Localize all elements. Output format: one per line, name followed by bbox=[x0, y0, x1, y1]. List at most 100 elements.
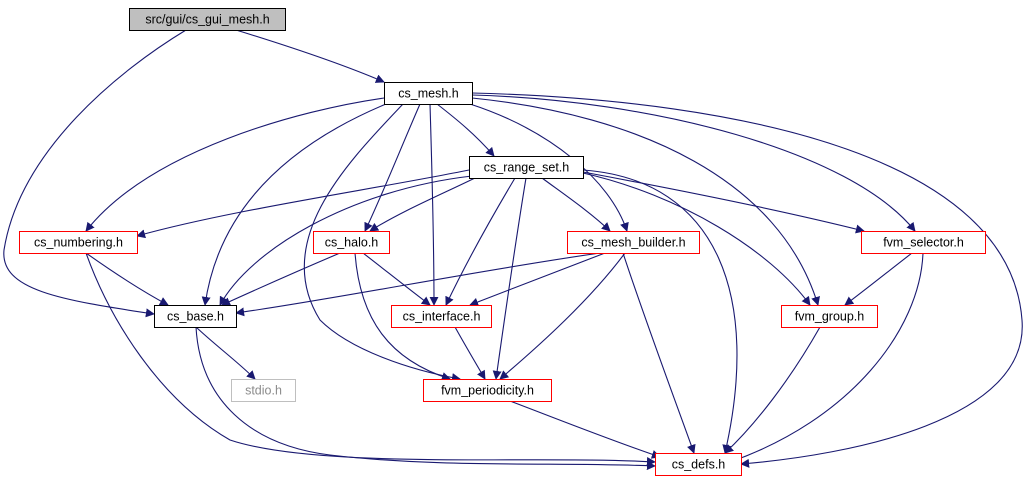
edge-cs-numbering-h-to-cs-base-h bbox=[85, 252, 169, 306]
node-cs-base-h[interactable]: cs_base.h bbox=[154, 305, 237, 328]
node-label: cs_defs.h bbox=[672, 457, 726, 471]
node-label: src/gui/cs_gui_mesh.h bbox=[145, 12, 269, 26]
edge-cs-mesh-h-to-cs-range-set-h bbox=[436, 103, 495, 157]
node-box bbox=[567, 231, 700, 254]
edge-arrow bbox=[471, 97, 820, 306]
edge-cs-mesh-h-to-cs-numbering-h bbox=[85, 97, 385, 232]
node-box bbox=[655, 453, 742, 476]
node-cs-halo-h[interactable]: cs_halo.h bbox=[313, 231, 390, 254]
edge-arrow bbox=[219, 175, 473, 306]
edge-cs-range-set-h-to-cs-mesh-builder-h bbox=[541, 177, 611, 232]
edge-cs-mesh-h-to-cs-defs-h bbox=[471, 92, 1023, 468]
node-label: cs_base.h bbox=[167, 309, 224, 323]
edge-cs-mesh-builder-h-to-cs-base-h bbox=[235, 252, 601, 317]
node-label: cs_interface.h bbox=[403, 309, 481, 323]
edge-cs-mesh-builder-h-to-cs-interface-h bbox=[469, 252, 606, 307]
node-label: fvm_selector.h bbox=[883, 235, 964, 249]
node-fvm-group-h[interactable]: fvm_group.h bbox=[781, 305, 878, 328]
node-src-gui-cs-gui-mesh-h[interactable]: src/gui/cs_gui_mesh.h bbox=[129, 8, 286, 31]
edge-fvm-selector-h-to-cs-defs-h bbox=[729, 252, 924, 464]
edge-arrow bbox=[85, 252, 169, 306]
edge-cs-base-h-to-cs-defs-h bbox=[195, 326, 656, 471]
edge-arrow bbox=[235, 252, 601, 317]
node-box bbox=[231, 379, 296, 402]
edge-arrow bbox=[429, 103, 439, 306]
edge-cs-mesh-builder-h-to-cs-defs-h bbox=[622, 252, 696, 454]
node-label: fvm_group.h bbox=[795, 309, 865, 323]
node-label: fvm_periodicity.h bbox=[441, 383, 534, 397]
edge-cs-range-set-h-to-fvm-periodicity-h bbox=[492, 177, 527, 380]
edge-arrow bbox=[436, 103, 495, 157]
edge-cs-range-set-h-to-fvm-group-h bbox=[582, 172, 811, 306]
edge-src-gui-cs-gui-mesh-h-to-cs-mesh-h bbox=[235, 29, 385, 83]
edge-arrow bbox=[136, 169, 470, 239]
edge-cs-numbering-h-to-cs-defs-h bbox=[85, 252, 656, 467]
edge-cs-range-set-h-to-cs-defs-h bbox=[582, 169, 738, 454]
edge-arrow bbox=[454, 326, 486, 380]
edge-arrow bbox=[221, 252, 341, 306]
edge-arrow bbox=[471, 92, 1023, 468]
edge-cs-mesh-h-to-cs-halo-h bbox=[364, 103, 421, 232]
edge-cs-mesh-h-to-fvm-selector-h bbox=[471, 94, 916, 232]
edge-cs-range-set-h-to-cs-halo-h bbox=[369, 177, 476, 232]
node-box bbox=[19, 231, 138, 254]
node-label: stdio.h bbox=[245, 383, 282, 397]
node-label: cs_numbering.h bbox=[34, 235, 123, 249]
node-cs-range-set-h[interactable]: cs_range_set.h bbox=[469, 156, 584, 179]
edge-cs-mesh-h-to-fvm-periodicity-h bbox=[303, 103, 461, 382]
edge-arrow bbox=[362, 252, 431, 306]
node-cs-defs-h[interactable]: cs_defs.h bbox=[655, 453, 742, 476]
node-cs-mesh-builder-h[interactable]: cs_mesh_builder.h bbox=[567, 231, 700, 254]
node-box bbox=[391, 305, 492, 328]
edge-arrow bbox=[582, 169, 738, 454]
node-label: cs_mesh.h bbox=[398, 86, 458, 100]
edge-arrow bbox=[445, 177, 516, 306]
edge-arrow bbox=[369, 177, 476, 232]
node-label: cs_range_set.h bbox=[484, 160, 570, 174]
edge-arrow bbox=[354, 252, 451, 381]
edge-arrow bbox=[509, 400, 661, 459]
node-box bbox=[469, 156, 584, 179]
node-fvm-periodicity-h[interactable]: fvm_periodicity.h bbox=[423, 379, 552, 402]
edge-arrow bbox=[469, 252, 606, 307]
edge-cs-mesh-h-to-cs-interface-h bbox=[429, 103, 439, 306]
edge-cs-range-set-h-to-cs-base-h bbox=[219, 175, 473, 306]
edge-arrow bbox=[541, 177, 611, 232]
edge-arrow bbox=[582, 172, 811, 306]
edge-cs-base-h-to-stdio-h bbox=[195, 326, 256, 380]
edge-cs-mesh-h-to-cs-base-h bbox=[201, 103, 387, 306]
node-label: cs_mesh_builder.h bbox=[581, 235, 685, 249]
edge-arrow bbox=[582, 171, 865, 234]
edge-cs-range-set-h-to-cs-interface-h bbox=[445, 177, 516, 306]
edge-layer bbox=[3, 29, 1023, 471]
edge-arrow bbox=[844, 252, 913, 306]
node-fvm-selector-h[interactable]: fvm_selector.h bbox=[861, 231, 986, 254]
node-box bbox=[313, 231, 390, 254]
node-cs-mesh-h[interactable]: cs_mesh.h bbox=[384, 82, 473, 105]
edge-arrow bbox=[3, 29, 187, 318]
edge-cs-mesh-h-to-fvm-group-h bbox=[471, 97, 820, 306]
edge-arrow bbox=[492, 177, 527, 380]
node-cs-interface-h[interactable]: cs_interface.h bbox=[391, 305, 492, 328]
edge-cs-range-set-h-to-cs-numbering-h bbox=[136, 169, 470, 239]
edge-fvm-selector-h-to-fvm-group-h bbox=[844, 252, 913, 306]
edge-cs-range-set-h-to-fvm-selector-h bbox=[582, 171, 865, 234]
edge-arrow bbox=[201, 103, 387, 306]
edge-cs-mesh-builder-h-to-fvm-periodicity-h bbox=[499, 252, 626, 380]
edge-arrow bbox=[471, 94, 916, 232]
edge-arrow bbox=[364, 103, 421, 232]
node-box bbox=[384, 82, 473, 105]
node-box bbox=[861, 231, 986, 254]
edge-cs-interface-h-to-fvm-periodicity-h bbox=[454, 326, 486, 380]
node-label: cs_halo.h bbox=[325, 235, 379, 249]
node-cs-numbering-h[interactable]: cs_numbering.h bbox=[19, 231, 138, 254]
edge-src-gui-cs-gui-mesh-h-to-cs-base-h bbox=[3, 29, 187, 318]
edge-arrow bbox=[729, 252, 924, 464]
edge-fvm-periodicity-h-to-cs-defs-h bbox=[509, 400, 661, 459]
edge-arrow bbox=[622, 252, 696, 454]
node-box bbox=[154, 305, 237, 328]
node-layer: src/gui/cs_gui_mesh.h cs_mesh.h cs_range_s… bbox=[19, 8, 986, 476]
node-box bbox=[129, 8, 286, 31]
edge-arrow bbox=[195, 326, 256, 380]
